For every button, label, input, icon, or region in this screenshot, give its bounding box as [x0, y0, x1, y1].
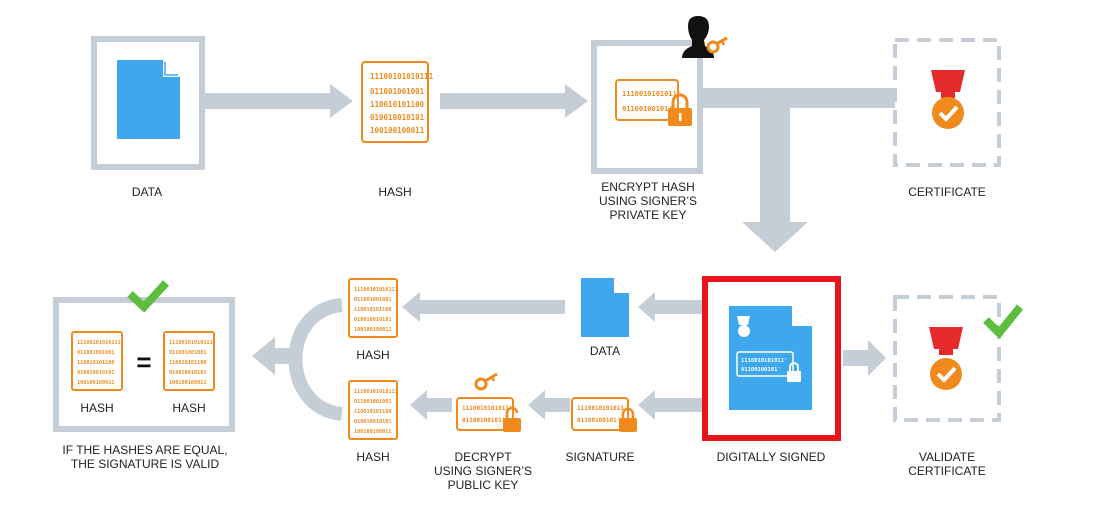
- merge-bracket: [288, 298, 344, 421]
- encrypted-line-1: 1110010101011': [622, 90, 681, 98]
- hash-line-3: 110010101100: [370, 100, 425, 109]
- certificate-icon: [931, 70, 965, 129]
- decrypt-line-1: 1110010101011': [462, 405, 513, 412]
- right-hash-line-1: 11100101010111: [169, 340, 213, 346]
- left-hash-line-1: 11100101010111: [77, 340, 121, 346]
- encrypted-hash-icon: [615, 79, 679, 121]
- left-hash-line-4: 010010010101: [77, 370, 114, 376]
- validate-certificate-node: VALIDATE CERTIFICATE: [893, 295, 1024, 478]
- key-icon: [706, 36, 728, 54]
- signature-icon: [571, 397, 629, 431]
- person-icon: [682, 16, 714, 58]
- left-hash-line-5: 100100100011: [77, 380, 114, 386]
- left-hash-line-3: 110010101100: [77, 360, 114, 366]
- data-mid-label: DATA: [590, 344, 620, 358]
- hash-left-a-label: HASH: [80, 401, 113, 415]
- hash-left-b-label: HASH: [172, 401, 205, 415]
- hash-mid-line-4: 010010010101: [354, 317, 391, 323]
- signed-document-icon: 1110010101011' 01100100101': [729, 306, 812, 410]
- right-hash-line-2: 011001001001: [169, 350, 206, 356]
- key-icon: [474, 372, 498, 391]
- hash-bottom-line-5: 100100100011: [354, 429, 391, 435]
- data-top-label: DATA: [132, 185, 162, 199]
- hash-mid-line-1: 11100101010111: [354, 287, 398, 293]
- signature-node: 1110010101011' 01100100101' SIGNATURE: [565, 397, 637, 464]
- right-hash-line-4: 010010010101: [169, 370, 206, 376]
- encrypt-label-2: USING SIGNER’S: [599, 194, 697, 208]
- hash-bottom-label: HASH: [356, 450, 389, 464]
- hash-icon: [361, 61, 429, 143]
- digitally-signed-label: DIGITALLY SIGNED: [717, 450, 826, 464]
- encrypted-hash-icon: [456, 397, 514, 431]
- decrypt-label-1: DECRYPT: [454, 450, 512, 464]
- padlock-icon: [668, 93, 692, 126]
- hash-icon: [348, 278, 398, 338]
- valid-label-1: IF THE HASHES ARE EQUAL,: [62, 443, 227, 457]
- hash-top-label: HASH: [378, 185, 411, 199]
- signed-line-1: 1110010101011': [741, 358, 787, 364]
- signature-line-2: 01100100101': [577, 417, 620, 424]
- comparison-node: 11100101010111 011001001001 110010101100…: [53, 280, 235, 471]
- hash-bottom-line-4: 010010010101: [354, 419, 391, 425]
- hash-top-node: 11100101010111 011001001001 110010101100…: [361, 61, 434, 199]
- data-top-node: DATA: [91, 36, 205, 199]
- encrypt-label-1: ENCRYPT HASH: [601, 180, 695, 194]
- decrypt-line-2: 01100100101': [462, 417, 505, 424]
- hash-line-2: 011001001001: [370, 87, 425, 96]
- checkmark-icon: [983, 304, 1024, 339]
- highlight-frame: [702, 276, 841, 441]
- signature-line-1: 1110010101011': [577, 405, 628, 412]
- hash-mid-label: HASH: [356, 348, 389, 362]
- valid-label-2: THE SIGNATURE IS VALID: [71, 457, 220, 471]
- encrypt-label-3: PRIVATE KEY: [610, 208, 687, 222]
- hash-bottom-line-1: 11100101010111: [354, 389, 398, 395]
- signed-line-2: 01100100101': [741, 367, 781, 373]
- hash-bottom-line-2: 011001001001: [354, 399, 391, 405]
- padlock-icon: [619, 407, 637, 432]
- hash-mid-node: 11100101010111 011001001001 110010101100…: [348, 278, 398, 362]
- connectors: [205, 84, 895, 420]
- certificate-icon: [929, 327, 963, 390]
- checkmark-icon: [127, 280, 169, 313]
- hash-icon: [348, 380, 398, 440]
- hash-icon: [163, 331, 215, 391]
- hash-mid-line-5: 100100100011: [354, 327, 391, 333]
- equal-sign: =: [136, 347, 151, 377]
- unlocked-padlock-icon: [503, 406, 521, 432]
- certificate-label: CERTIFICATE: [908, 185, 986, 199]
- encrypted-line-2: 01100100101': [622, 105, 673, 113]
- document-icon: [581, 278, 629, 337]
- hash-bottom-line-3: 110010101100: [354, 409, 391, 415]
- decrypt-label-3: PUBLIC KEY: [448, 478, 519, 492]
- decrypt-label-2: USING SIGNER’S: [434, 464, 532, 478]
- signature-label: SIGNATURE: [565, 450, 634, 464]
- certificate-node: CERTIFICATE: [893, 38, 1001, 199]
- hash-bottom-node: 11100101010111 011001001001 110010101100…: [348, 380, 398, 464]
- right-hash-line-3: 110010101100: [169, 360, 206, 366]
- document-icon: [117, 60, 180, 139]
- validate-label-2: CERTIFICATE: [908, 464, 986, 478]
- hash-icon: [71, 331, 123, 391]
- hash-line-4: 010010010101: [370, 113, 425, 122]
- hash-mid-line-3: 110010101100: [354, 307, 391, 313]
- data-mid-node: DATA: [581, 278, 629, 358]
- hash-mid-line-2: 011001001001: [354, 297, 391, 303]
- digitally-signed-node: 1110010101011' 01100100101' DIGITALLY SI…: [702, 276, 841, 464]
- encrypt-node: 1110010101011' 01100100101' ENCRYPT HASH…: [591, 16, 728, 222]
- hash-line-5: 100100100011: [370, 126, 425, 135]
- hash-line-1: 11100101010111: [370, 72, 434, 81]
- left-hash-line-2: 011001001001: [77, 350, 114, 356]
- right-hash-line-5: 100100100011: [169, 380, 206, 386]
- validate-label-1: VALIDATE: [919, 450, 975, 464]
- decrypt-node: 1110010101011' 01100100101' DECRYPT USIN…: [434, 372, 532, 492]
- merge-arrow: [252, 337, 275, 375]
